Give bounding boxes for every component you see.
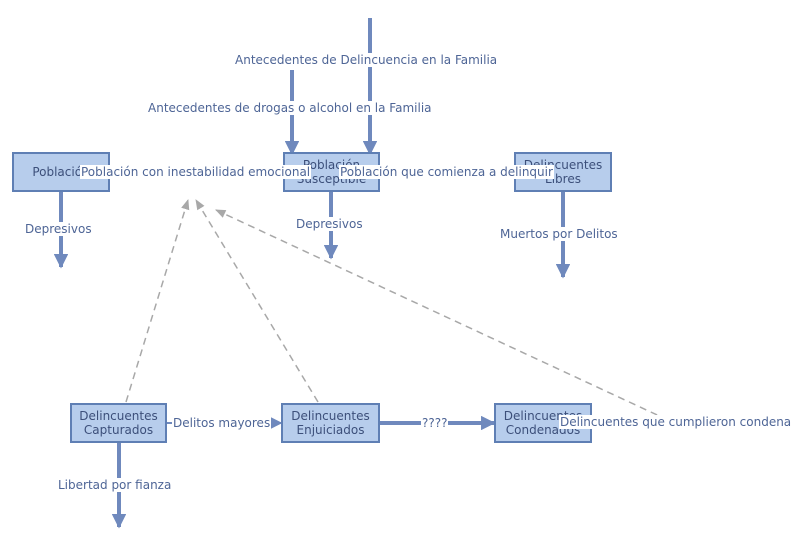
label-poblacion-comienza: Población que comienza a delinquir	[339, 165, 554, 179]
label-muertos-por-delitos: Muertos por Delitos	[499, 227, 619, 241]
dashed-link-capturados	[125, 198, 190, 403]
label-antecedentes-drogas: Antecedentes de drogas o alcohol en la F…	[147, 101, 433, 115]
dashed-link-cumplieron	[215, 209, 669, 421]
stock-poblacion[interactable]: Población	[12, 152, 110, 192]
label-signos: ????	[421, 416, 449, 430]
label-antecedentes-delincuencia: Antecedentes de Delincuencia en la Famil…	[234, 53, 499, 67]
label-delitos-mayores: Delitos mayores	[172, 416, 272, 430]
stock-delincuentes-capturados[interactable]: Delincuentes Capturados	[70, 403, 167, 443]
dashed-link-enjuiciados	[195, 199, 319, 403]
stock-delincuentes-enjuiciados[interactable]: Delincuentes Enjuiciados	[281, 403, 380, 443]
stock-delincuentes-libres[interactable]: Delincuentes Libres	[514, 152, 612, 192]
label-depresivos-2: Depresivos	[295, 217, 364, 231]
label-cumplieron-condena: Delincuentes que cumplieron condena	[559, 415, 793, 429]
label-depresivos-1: Depresivos	[24, 222, 93, 236]
label-libertad-por-fianza: Libertad por fianza	[57, 478, 173, 492]
label-poblacion-inestabilidad: Población con inestabilidad emocional	[80, 165, 312, 179]
